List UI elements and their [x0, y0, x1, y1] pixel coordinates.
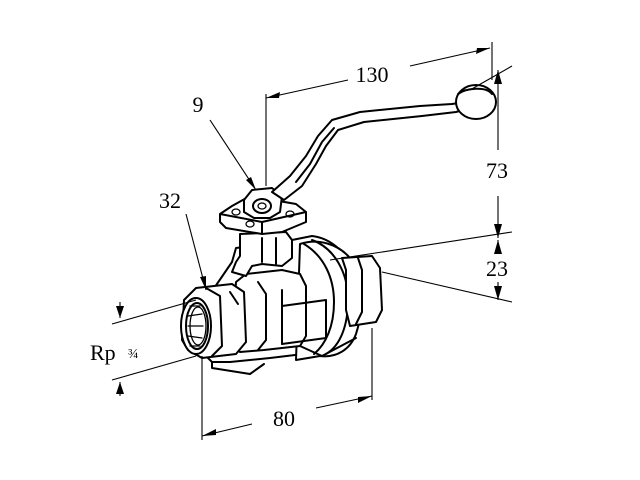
label-lever-height: 73: [486, 158, 508, 183]
dimension-labels: 130 73 23 80 9 32 Rp ¾: [90, 62, 508, 431]
label-centerline-height: 23: [486, 256, 508, 281]
label-thread-size: ¾: [128, 347, 139, 362]
label-thread-prefix: Rp: [90, 340, 116, 365]
label-body-length: 80: [273, 406, 295, 431]
dimension-lines: [111, 42, 513, 440]
valve-neck: [231, 231, 293, 277]
valve-body: [180, 235, 383, 375]
label-lever-screw-callout: 9: [193, 92, 204, 117]
label-wrench-size-callout: 32: [159, 188, 181, 213]
valve-lever: [243, 84, 497, 219]
label-lever-length: 130: [356, 62, 389, 87]
